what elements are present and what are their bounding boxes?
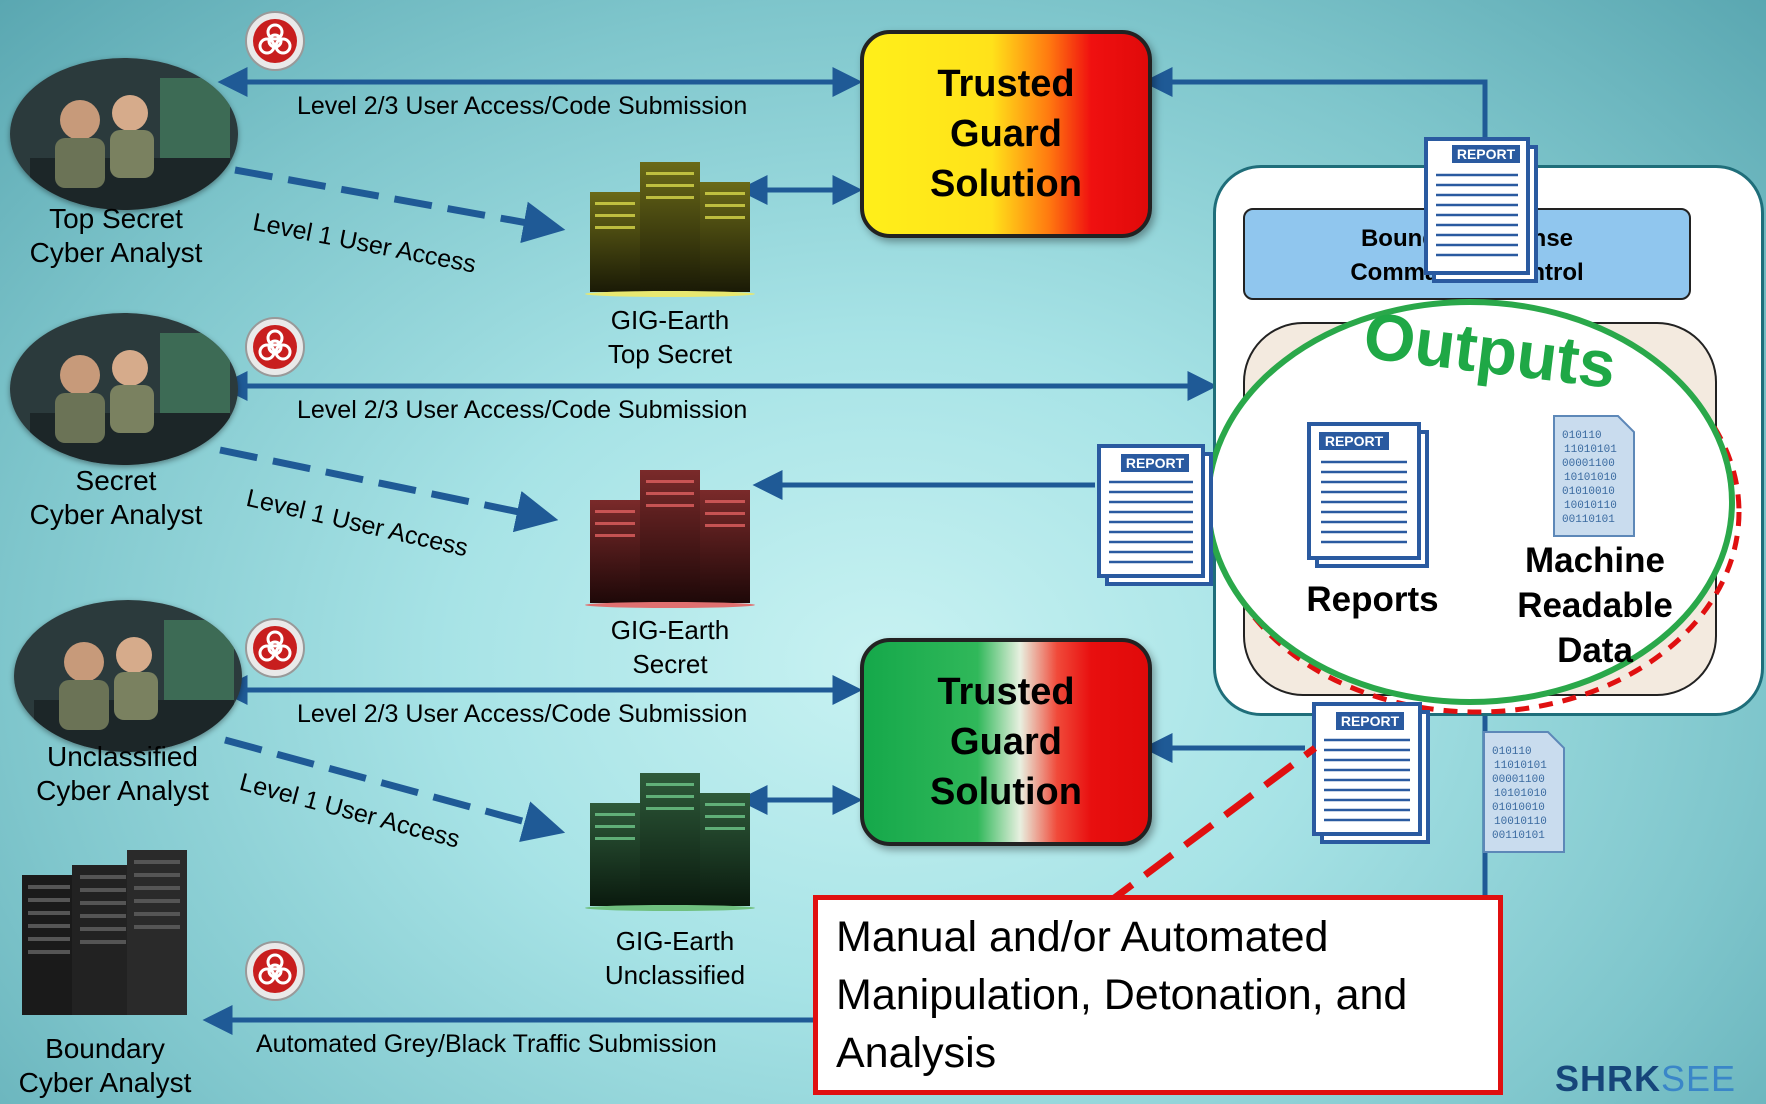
binary-line: 11010101 (1494, 760, 1547, 772)
logo-part2: RK (1607, 1058, 1662, 1099)
svg-text:REPORT: REPORT (1325, 433, 1384, 449)
binary-line: 010110 (1562, 430, 1602, 442)
analyst-photo-unclassified (14, 600, 242, 752)
binary-line: 00001100 (1492, 774, 1545, 786)
logo-part1: SH (1555, 1058, 1608, 1099)
unclass-level23-label: Level 2/3 User Access/Code Submission (297, 700, 748, 728)
svg-text:REPORT: REPORT (1126, 455, 1185, 471)
binary-data-icon: 010110 11010101 00001100 10101010 01010010 10… (1553, 415, 1635, 537)
guard-line3: Solution (930, 163, 1082, 205)
report-document-icon: REPORT (1424, 137, 1538, 283)
machine-line2: Readable (1517, 586, 1673, 625)
analyst-label-line2: Cyber Analyst (29, 499, 203, 530)
binary-line: 10101010 (1494, 788, 1547, 800)
server-label-line2: Unclassified (604, 960, 746, 990)
analyst-photo-top-secret (10, 58, 238, 210)
analyst-label-line2: Cyber Analyst (18, 1067, 192, 1098)
guard-line2: Guard (950, 721, 1062, 763)
server-rack-top-secret-icon (585, 162, 755, 297)
analyst-label-line1: Boundary (45, 1033, 165, 1064)
binary-line: 01010010 (1562, 486, 1615, 498)
binary-data-icon: 010110 11010101 00001100 10101010 01010010 10… (1483, 731, 1565, 853)
report-document-icon: REPORT (1307, 422, 1429, 568)
biohazard-icon (245, 618, 305, 678)
analyst-label-boundary: Boundary Cyber Analyst (0, 1032, 210, 1100)
server-rack-secret-icon (585, 470, 755, 608)
server-label-unclassified: GIG-Earth Unclassified (560, 924, 790, 992)
guard-line3: Solution (930, 771, 1082, 813)
binary-line: 11010101 (1564, 444, 1617, 456)
report-document-icon: REPORT (1097, 444, 1213, 586)
logo-part3: SEE (1661, 1058, 1737, 1099)
callout-line3: Analysis (836, 1029, 997, 1077)
outputs-reports-label: Reports (1306, 580, 1439, 619)
machine-line1: Machine (1524, 541, 1666, 580)
analyst-label-line1: Top Secret (49, 203, 183, 234)
unclass-level1-arrow (224, 736, 566, 842)
ts-level23-label: Level 2/3 User Access/Code Submission (297, 92, 748, 120)
binary-line: 00001100 (1562, 458, 1615, 470)
binary-line: 010110 (1492, 746, 1532, 758)
ts-level1-arrow (234, 166, 566, 244)
secret-level1-arrow (219, 446, 559, 533)
guard-line2: Guard (950, 113, 1062, 155)
guard-line1: Trusted (937, 63, 1075, 105)
automated-traffic-label: Automated Grey/Black Traffic Submission (256, 1030, 717, 1058)
svg-text:REPORT: REPORT (1341, 713, 1400, 729)
bdcc-to-guard1-line (1142, 67, 1488, 155)
biohazard-icon (245, 11, 305, 71)
machine-line3: Data (1557, 631, 1633, 670)
analyst-photo-secret (10, 313, 238, 465)
binary-line: 00110101 (1562, 514, 1615, 526)
analyst-label-line2: Cyber Analyst (36, 775, 209, 806)
guard-line1: Trusted (937, 671, 1075, 713)
report-document-icon: REPORT (1312, 702, 1430, 844)
trusted-guard-top-secret: Trusted Guard Solution (860, 30, 1152, 238)
trusted-guard-unclassified: Trusted Guard Solution (860, 638, 1152, 846)
analyst-label-line2: Cyber Analyst (29, 237, 203, 268)
server-label-top-secret: GIG-Earth Top Secret (560, 303, 780, 371)
biohazard-icon (245, 941, 305, 1001)
binary-line: 10010110 (1494, 816, 1547, 828)
server-label-line1: GIG-Earth (610, 305, 730, 335)
server-label-secret: GIG-Earth Secret (560, 613, 780, 681)
callout-pointer (1102, 745, 1318, 908)
binary-line: 10101010 (1564, 472, 1617, 484)
analyst-label-unclassified: Unclassified Cyber Analyst (0, 740, 245, 808)
callout-line2: Manipulation, Detonation, and (836, 971, 1408, 1019)
analyst-label-top-secret: Top Secret Cyber Analyst (0, 202, 232, 270)
server-label-line2: Top Secret (607, 339, 733, 369)
server-label-line1: GIG-Earth (610, 615, 730, 645)
callout-box: Manual and/or Automated Manipulation, De… (813, 895, 1503, 1095)
sharksee-logo: SHRKSEE (1555, 1058, 1736, 1100)
binary-line: 00110101 (1492, 830, 1545, 842)
boundary-server-rack (22, 850, 187, 1015)
callout-line1: Manual and/or Automated (836, 913, 1329, 961)
svg-text:REPORT: REPORT (1457, 146, 1516, 162)
analyst-label-line1: Secret (75, 465, 157, 496)
server-label-line1: GIG-Earth (615, 926, 735, 956)
outputs-machine-label: Machine Readable Data (1490, 538, 1700, 673)
server-rack-unclassified-icon (585, 773, 755, 911)
binary-line: 01010010 (1492, 802, 1545, 814)
analyst-label-line1: Unclassified (47, 741, 198, 772)
binary-line: 10010110 (1564, 500, 1617, 512)
server-label-line2: Secret (632, 649, 708, 679)
biohazard-icon (245, 317, 305, 377)
secret-level23-label: Level 2/3 User Access/Code Submission (297, 396, 748, 424)
analyst-label-secret: Secret Cyber Analyst (0, 464, 232, 532)
